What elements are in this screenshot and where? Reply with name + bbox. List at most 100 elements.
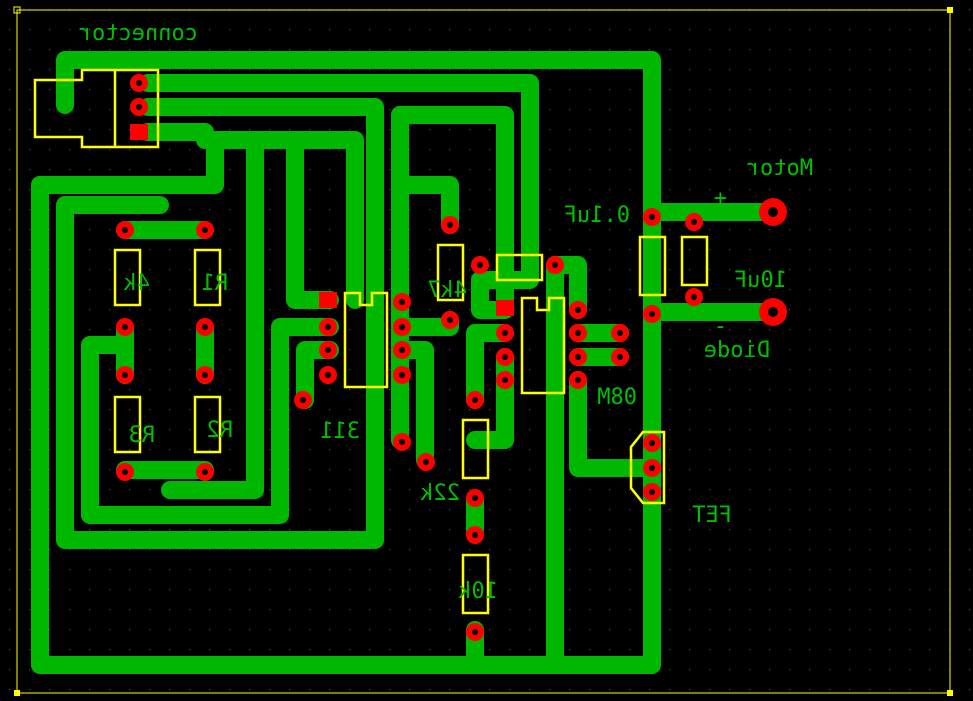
drill-hole <box>575 377 581 383</box>
drill-hole <box>649 440 655 446</box>
drill-hole <box>575 330 581 336</box>
board-outline <box>16 9 951 694</box>
drill-hole <box>202 469 208 475</box>
trace-ic311-pin2 <box>81 318 339 524</box>
drill-hole <box>691 294 697 300</box>
drill-hole <box>768 307 778 317</box>
r4-outline <box>113 248 142 307</box>
drill-hole <box>617 330 623 336</box>
drill-hole <box>399 439 405 445</box>
drill-hole <box>502 354 508 360</box>
label-minus: - <box>714 314 727 339</box>
label-r4: 4k <box>124 271 151 296</box>
label-connector: connector <box>79 21 198 46</box>
drill-hole <box>649 489 655 495</box>
pad-square <box>496 300 514 316</box>
drill-hole <box>691 219 697 225</box>
square-pads <box>130 124 514 316</box>
drill-hole <box>472 532 478 538</box>
drill-hole <box>423 459 429 465</box>
pad-square <box>130 124 148 140</box>
label-r10k: 10k <box>458 579 498 604</box>
drill-hole <box>472 397 478 403</box>
drill-hole <box>325 324 331 330</box>
corner-marker <box>947 690 953 696</box>
drill-hole <box>477 262 483 268</box>
label-cap-10uf: 10uF <box>734 268 787 293</box>
drill-hole <box>122 227 128 233</box>
corner-marker <box>947 7 953 13</box>
corner-marker <box>13 6 21 14</box>
fet-outline <box>629 430 666 505</box>
drill-hole <box>575 354 581 360</box>
drill-hole <box>399 347 405 353</box>
r1-outline <box>193 248 222 307</box>
drill-hole <box>399 324 405 330</box>
trace-4k7-top <box>391 176 459 234</box>
pads <box>116 74 703 641</box>
drill-hole <box>768 207 778 217</box>
drill-hole <box>136 104 142 110</box>
drill-hole <box>447 222 453 228</box>
label-diode: Diode <box>704 338 770 363</box>
label-ic08m: 08M <box>597 385 637 410</box>
label-ic311: 311 <box>320 419 360 444</box>
silkscreen <box>33 68 709 615</box>
text-labels: connector Motor + 0.1uF 10uF - Diode 4k … <box>79 21 813 604</box>
drill-hole <box>617 354 623 360</box>
trace-08m-pin2 <box>466 324 514 409</box>
drill-hole <box>202 227 208 233</box>
drill-hole <box>472 629 478 635</box>
drill-hole <box>122 372 128 378</box>
label-r3: R3 <box>129 423 156 448</box>
drill-hole <box>552 262 558 268</box>
motor-terminals <box>759 198 787 326</box>
r3-outline <box>113 395 142 454</box>
drill-hole <box>202 372 208 378</box>
pad-square <box>319 292 337 308</box>
trace-outer-ground <box>31 51 661 674</box>
corner-marker <box>14 690 20 696</box>
trace-ic311-pin1 <box>286 139 339 309</box>
drill-hole <box>136 80 142 86</box>
label-r2: R2 <box>207 418 234 443</box>
drill-hole <box>325 347 331 353</box>
trace-r1-r2 <box>161 139 264 499</box>
drill-hole <box>502 330 508 336</box>
connector-outline <box>33 68 160 149</box>
trace-connector-pin2 <box>56 98 384 549</box>
drill-hole <box>202 324 208 330</box>
ic311-outline <box>343 291 389 389</box>
label-r22k: 22k <box>420 481 460 506</box>
drill-hole <box>122 469 128 475</box>
trace-connector-pin3 <box>139 123 364 309</box>
label-r1: R1 <box>202 271 229 296</box>
drill-hole <box>472 495 478 501</box>
trace-mid-top <box>391 106 514 309</box>
label-cap-01uf: 0.1uF <box>564 203 630 228</box>
drill-hole <box>575 307 581 313</box>
label-motor: Motor <box>747 156 813 181</box>
ic08m-outline <box>520 296 566 395</box>
copper-traces <box>31 51 782 674</box>
r22k-outline <box>461 418 490 480</box>
drill-hole <box>122 324 128 330</box>
cap-10uf-outline <box>680 235 709 287</box>
drill-hole <box>325 372 331 378</box>
label-plus: + <box>714 186 727 211</box>
drill-hole <box>447 317 453 323</box>
trace-08m-to-fet <box>569 371 661 477</box>
drill-hole <box>399 299 405 305</box>
r10k-outline <box>461 553 490 615</box>
drill-hole <box>300 397 306 403</box>
r4k7-outline <box>436 243 465 302</box>
drill-hole <box>649 311 655 317</box>
r2-outline <box>193 395 222 454</box>
trace-left-top <box>31 141 224 194</box>
drill-hole <box>649 465 655 471</box>
drill-hole <box>649 214 655 220</box>
label-r4k7: 4k7 <box>427 278 467 303</box>
cap-01uf-outline <box>638 235 667 297</box>
